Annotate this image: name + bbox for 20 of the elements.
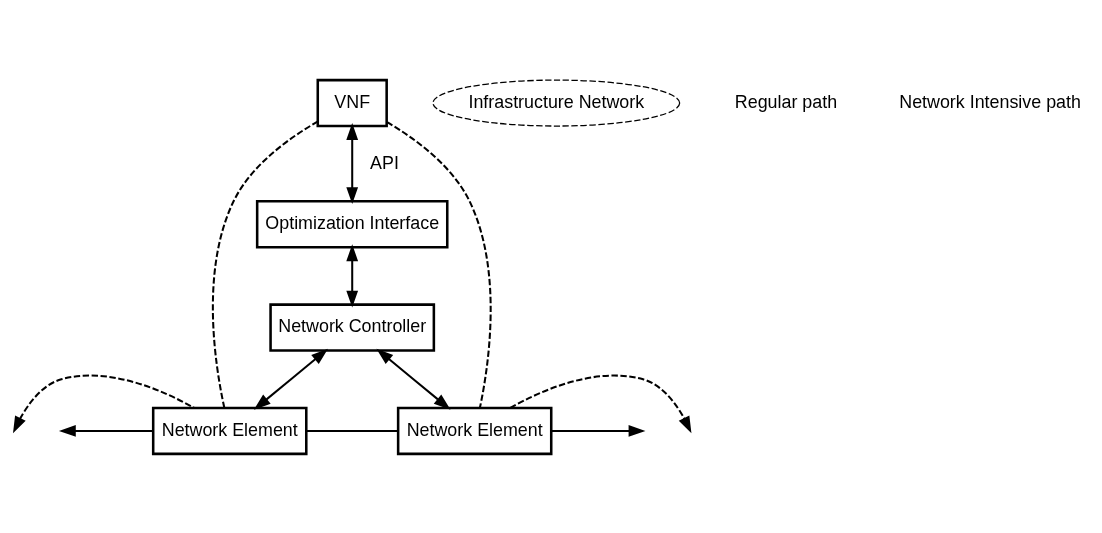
arrow — [551, 424, 646, 437]
label: Regular path — [734, 91, 838, 112]
arrow — [346, 243, 359, 308]
connector — [211, 120, 319, 408]
arrow — [13, 374, 195, 433]
node-box: VNF — [316, 78, 388, 127]
connector — [386, 120, 492, 408]
node-ellipse: Infrastructure Network — [432, 78, 681, 127]
arrow — [376, 348, 451, 410]
edge-label: API — [370, 152, 399, 173]
node-box: Optimization Interface — [255, 199, 449, 248]
node-box: Network Element — [396, 406, 553, 455]
arrow — [58, 424, 154, 437]
connector — [306, 429, 399, 432]
arrow — [253, 348, 329, 410]
node-box: Network Element — [151, 406, 308, 455]
label: Network Intensive path — [899, 91, 1081, 112]
arrow — [346, 122, 359, 204]
node-box: Network Controller — [269, 302, 436, 352]
arrow — [509, 374, 692, 433]
